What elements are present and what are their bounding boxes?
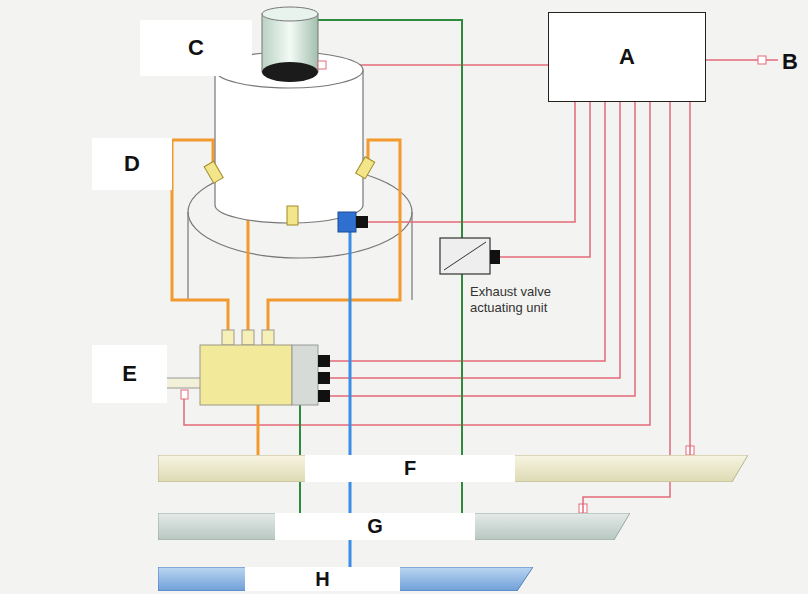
exhaust-pipe-opening: [262, 62, 318, 82]
part-letter: E: [92, 345, 167, 403]
sensor: [318, 61, 326, 69]
signal-wire: [689, 102, 691, 455]
fuel-pipe: [257, 405, 260, 455]
rail-band: H: [158, 567, 533, 591]
box-label: A: [619, 44, 635, 70]
pump-connector: [318, 372, 330, 384]
rail-label: F: [305, 455, 515, 482]
signal-wire: [330, 102, 620, 378]
rail-label: H: [245, 567, 400, 591]
pump-connector: [318, 355, 330, 367]
actuating-unit: [440, 238, 490, 274]
rail-band-outline: [158, 567, 533, 591]
rail-band: F: [158, 455, 748, 482]
component-caption: Exhaust valve actuating unit: [470, 284, 566, 316]
actuating-unit-symbol: [444, 242, 486, 270]
signal-wires: [184, 60, 778, 425]
pump-connector: [318, 390, 330, 402]
pump-fitting: [262, 330, 274, 345]
engine-base-edge: [187, 212, 188, 300]
signal-wire: [706, 59, 778, 61]
part-letter: D: [92, 138, 172, 190]
signal-wire: [500, 102, 590, 257]
sensor: [181, 390, 188, 399]
injection-pump: [200, 345, 292, 405]
engine-base-edge: [411, 212, 412, 300]
injector: [287, 206, 298, 225]
pump-cap: [292, 345, 318, 405]
rail-band: G: [158, 513, 630, 540]
actuator-connector: [490, 250, 500, 264]
exhaust-pipe-top: [262, 7, 318, 21]
injector: [204, 161, 223, 183]
signal-wire: [583, 102, 670, 513]
pump-fitting: [222, 330, 234, 345]
valve-connector: [356, 216, 368, 228]
pump-fitting: [242, 330, 254, 345]
cylinder-body: [215, 70, 363, 223]
rail-band-outline: [158, 455, 748, 482]
part-letter: B: [782, 48, 798, 76]
signal-wire: [330, 102, 635, 396]
injector: [356, 157, 375, 179]
rail-label: G: [275, 513, 475, 540]
part-letter: C: [140, 20, 252, 76]
exhaust-valve: [338, 212, 356, 232]
rail-band-outline: [158, 513, 630, 540]
sensor: [758, 56, 766, 64]
control-unit-box: A: [548, 12, 706, 102]
